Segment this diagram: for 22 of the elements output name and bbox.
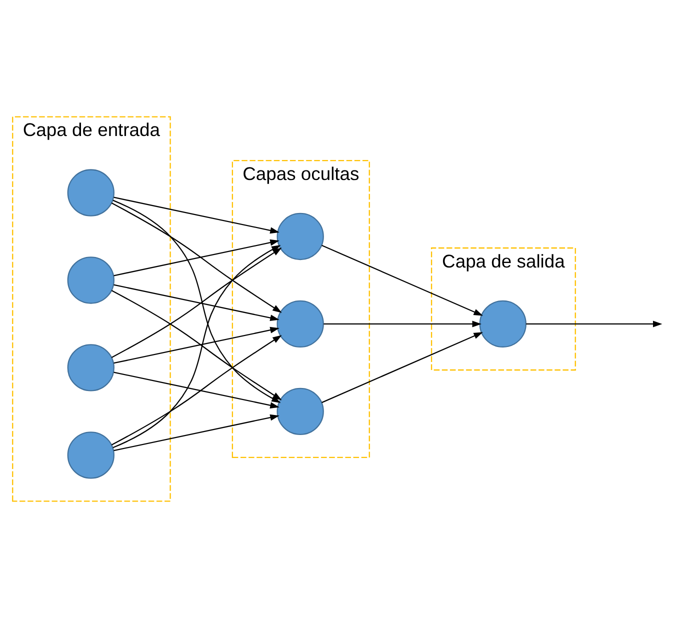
node-circle [276, 212, 324, 260]
node-circle [67, 256, 114, 304]
node-circle [67, 344, 114, 391]
arrow [114, 238, 280, 276]
cluster: Capas ocultas [232, 159, 370, 458]
cluster: Capa de salida [430, 246, 576, 370]
node-circle [67, 431, 114, 478]
arrow [324, 320, 482, 327]
node-circle [276, 300, 324, 348]
node-circle [479, 300, 526, 348]
arrow [114, 284, 280, 321]
arrow [526, 320, 662, 327]
arrow [114, 326, 280, 364]
arrow [114, 414, 280, 451]
arrow [322, 244, 483, 316]
arrow [322, 332, 483, 403]
node-circle [276, 387, 324, 435]
arrow [114, 196, 280, 234]
arrow [114, 371, 280, 408]
arrow [111, 289, 282, 400]
node-circle [67, 168, 114, 216]
cluster: Capa de entrada [12, 116, 171, 502]
